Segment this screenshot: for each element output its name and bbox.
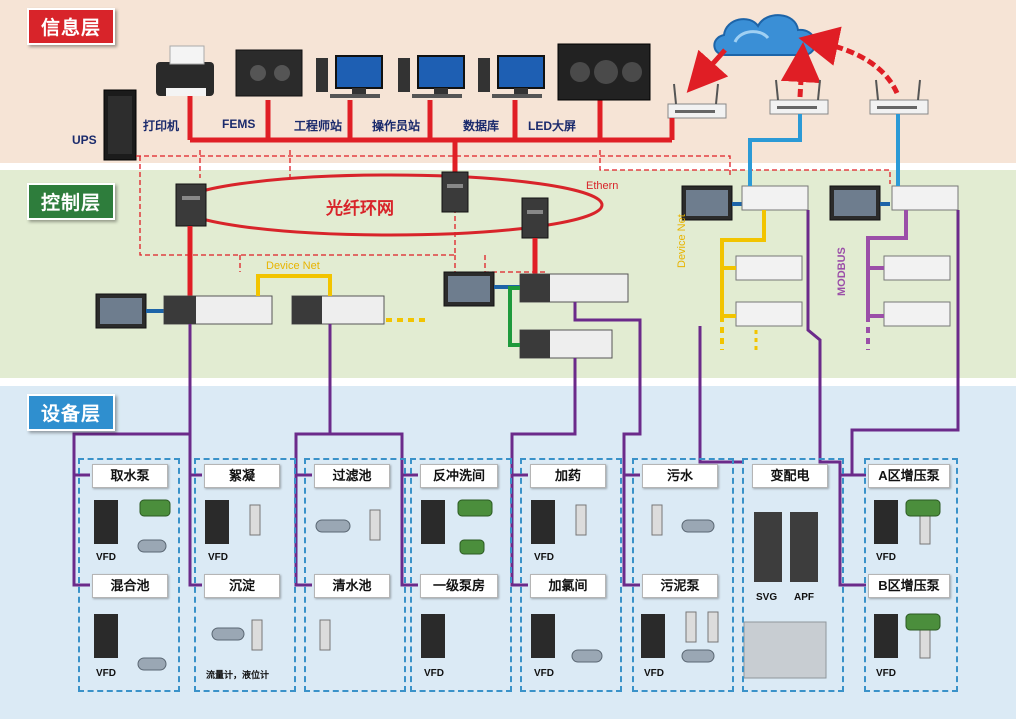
area-label: 沉淀 xyxy=(204,574,280,598)
switch-to-plc xyxy=(187,226,538,296)
plc-icon xyxy=(735,255,803,281)
wireless-uplinks xyxy=(748,114,900,186)
plc-icon xyxy=(883,301,951,327)
area-label: B区增压泵 xyxy=(868,574,950,598)
equipment-caption: VFD xyxy=(208,552,228,563)
area-label: 加药 xyxy=(530,464,606,488)
printer-icon xyxy=(156,45,214,96)
area-label: 絮凝 xyxy=(204,464,280,488)
vfd-icon xyxy=(94,500,898,658)
area-group-1 xyxy=(78,458,180,692)
led-screen-label: LED大屏 xyxy=(528,119,577,133)
area-group-2 xyxy=(194,458,296,692)
equipment-caption: VFD xyxy=(424,668,444,679)
equipment-caption: VFD xyxy=(644,668,664,679)
area-label: 反冲洗间 xyxy=(420,464,498,488)
device-layer-label: 设备层 xyxy=(27,394,116,431)
server-rack-icon xyxy=(103,89,137,161)
cloud-icon xyxy=(713,14,817,56)
engineer-station-label: 工程师站 xyxy=(294,119,343,133)
monitor-icon xyxy=(398,55,465,98)
equipment-caption: VFD xyxy=(876,668,896,679)
plc-icon xyxy=(741,185,809,211)
area-group-4 xyxy=(410,458,512,692)
monitor-icon xyxy=(235,49,303,97)
ethernet-bus xyxy=(187,96,675,172)
switch-icon xyxy=(521,197,549,239)
hmi-icon xyxy=(829,185,881,221)
equipment-caption: 流量计，液位计 xyxy=(206,670,270,680)
monitor-icon xyxy=(478,55,545,98)
equipment-caption: VFD xyxy=(876,552,896,563)
area-label: A区增压泵 xyxy=(868,464,950,488)
router-icon xyxy=(769,79,829,115)
area-group-8 xyxy=(864,458,958,692)
motor-icon xyxy=(139,499,941,631)
plc-icon xyxy=(519,273,629,303)
equipment-caption: VFD xyxy=(534,668,554,679)
printer-label: 打印机 xyxy=(143,119,180,133)
hmi-icon xyxy=(95,293,147,329)
device-net-label: Device Net xyxy=(266,260,320,272)
flowmeter-icon xyxy=(137,519,715,671)
ethernet-label: Ethern xyxy=(586,180,619,192)
modbus-label: MODBUS xyxy=(836,247,848,296)
equipment-caption: SVG xyxy=(756,592,778,603)
info-layer-label: 信息层 xyxy=(27,8,116,45)
plc-icon xyxy=(163,295,273,325)
area-group-6 xyxy=(632,458,734,692)
plc-icon xyxy=(291,295,385,325)
plc-icon xyxy=(891,185,959,211)
area-group-5 xyxy=(520,458,622,692)
valve-icon xyxy=(249,504,931,659)
device-net xyxy=(256,210,766,350)
area-label: 加氯间 xyxy=(530,574,606,598)
profibus xyxy=(72,210,960,587)
modbus xyxy=(866,210,908,350)
plc-green-link xyxy=(508,286,520,347)
fems-label: FEMS xyxy=(222,117,256,131)
plc-icon xyxy=(519,329,613,359)
fiber-ring-label: 光纤环网 xyxy=(326,199,394,218)
hmi-icon xyxy=(681,185,733,221)
device-layer-band xyxy=(0,386,1016,719)
router-icon xyxy=(869,79,929,115)
area-label: 取水泵 xyxy=(92,464,168,488)
area-label: 混合池 xyxy=(92,574,168,598)
monitor-icon xyxy=(316,55,383,98)
equipment-caption: VFD xyxy=(96,552,116,563)
area-label: 清水池 xyxy=(314,574,390,598)
equipment-caption: APF xyxy=(794,592,814,603)
plc-icon xyxy=(735,301,803,327)
plc-icon xyxy=(883,255,951,281)
database-label: 数据库 xyxy=(463,119,500,133)
area-label: 污水 xyxy=(642,464,718,488)
area-label: 污泥泵 xyxy=(642,574,718,598)
hmi-icon xyxy=(443,271,495,307)
control-layer-label: 控制层 xyxy=(27,183,116,220)
area-group-3 xyxy=(304,458,406,692)
switch-icon xyxy=(441,171,469,213)
router-icon xyxy=(667,83,727,119)
area-label: 变配电 xyxy=(752,464,828,488)
dashed-links xyxy=(136,150,891,273)
wireless-arrow-2 xyxy=(780,42,821,98)
equipment-caption: VFD xyxy=(96,668,116,679)
area-label: 过滤池 xyxy=(314,464,390,488)
cabinet-icon xyxy=(743,512,827,679)
ups-label: UPS xyxy=(72,133,97,147)
wireless-arrow-1 xyxy=(686,48,729,93)
device-net-side-label: Device Net xyxy=(676,214,688,268)
monitor-icon xyxy=(557,43,651,101)
area-label: 一级泵房 xyxy=(420,574,498,598)
wireless-arrow-3 xyxy=(798,26,900,95)
area-group-7 xyxy=(742,458,844,692)
switch-icon xyxy=(175,183,207,227)
operator-station-label: 操作员站 xyxy=(372,119,421,133)
equipment-caption: VFD xyxy=(534,552,554,563)
